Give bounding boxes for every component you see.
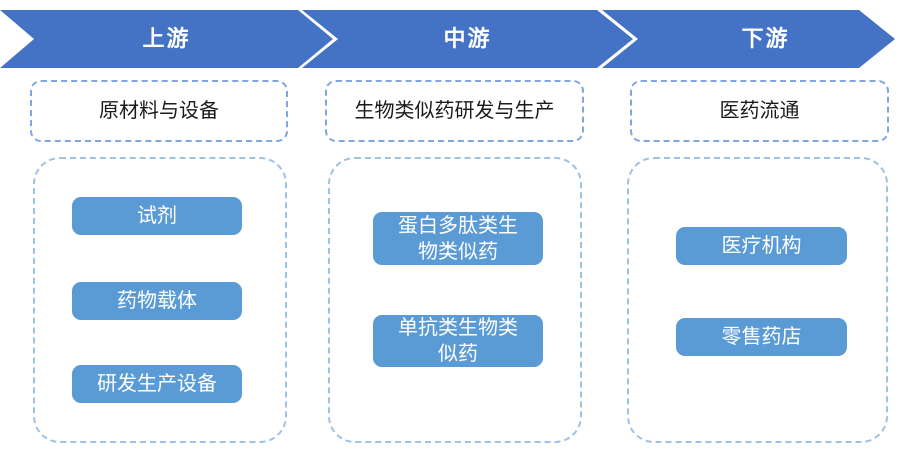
stage-arrow-upstream-label: 上游 <box>142 26 191 51</box>
category-box-upstream: 原材料与设备 <box>30 80 288 142</box>
category-label-downstream: 医药流通 <box>719 100 800 122</box>
item-rd-production-equipment: 研发生产设备 <box>72 365 242 403</box>
category-label-midstream: 生物类似药研发与生产 <box>354 100 555 122</box>
item-retail-pharmacies: 零售药店 <box>676 318 847 356</box>
items-container-downstream <box>627 157 888 443</box>
item-protein-polypeptide-biosimilars: 蛋白多肽类生物类似药 <box>373 212 543 265</box>
stage-arrow-downstream: 下游 <box>602 10 895 68</box>
stage-arrow-midstream: 中游 <box>302 10 633 68</box>
category-label-upstream: 原材料与设备 <box>99 100 219 122</box>
category-box-downstream: 医药流通 <box>630 80 889 142</box>
stage-arrow-upstream: 上游 <box>0 10 333 68</box>
item-monoclonal-antibody-biosimilars: 单抗类生物类似药 <box>373 315 543 367</box>
item-reagents: 试剂 <box>72 197 242 235</box>
items-container-midstream <box>328 157 582 443</box>
stage-arrow-midstream-label: 中游 <box>443 26 492 51</box>
category-box-midstream: 生物类似药研发与生产 <box>325 80 584 142</box>
stage-arrow-downstream-label: 下游 <box>741 26 790 51</box>
item-drug-carriers: 药物载体 <box>72 282 242 320</box>
item-medical-institutions: 医疗机构 <box>676 227 847 265</box>
